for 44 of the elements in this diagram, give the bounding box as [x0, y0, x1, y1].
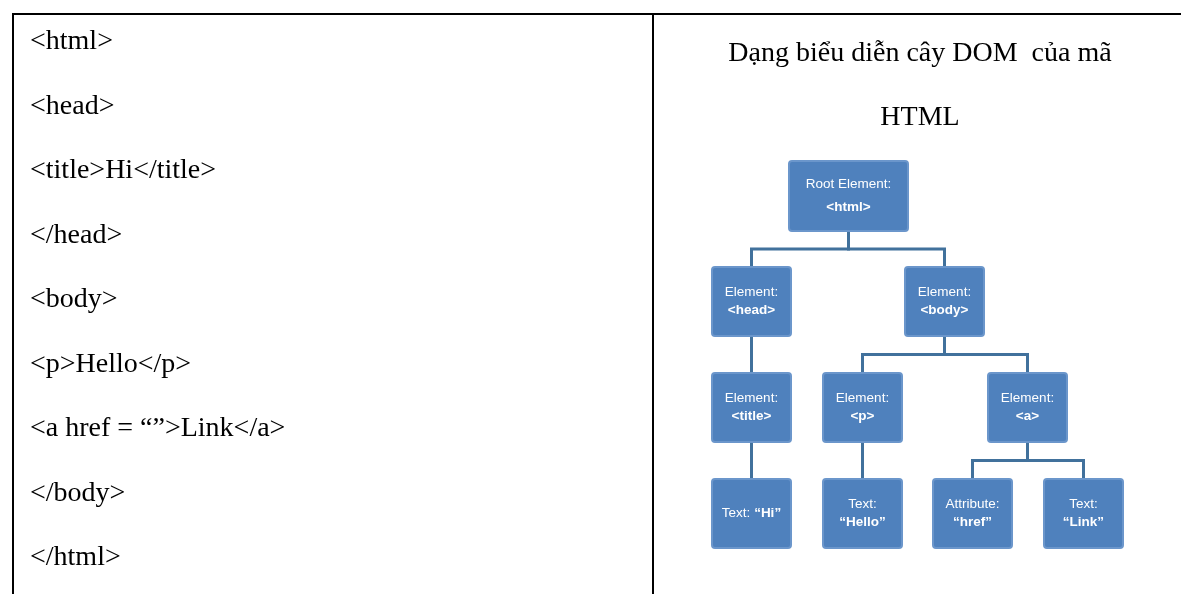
code-line: </head> — [30, 219, 123, 248]
code-line: <a href = “”>Link</a> — [30, 413, 286, 441]
code-line: <p>Hello</p> — [30, 348, 192, 377]
tree-node-box — [788, 160, 909, 232]
tree-node-box — [822, 372, 903, 443]
tree-node-box — [711, 372, 792, 443]
node-text: Element: — [724, 391, 779, 406]
node-text: <head> — [727, 303, 776, 318]
code-line: <body> — [30, 284, 118, 312]
connector-line — [1026, 443, 1085, 478]
connector-line — [750, 337, 753, 372]
node-text: “Link” — [1062, 515, 1105, 530]
node-text: <body> — [920, 303, 969, 318]
code-line: </body> — [30, 477, 126, 506]
connector-line — [943, 337, 1029, 372]
diagram-title: Dạng biểu diễn cây DOM của mã HTML — [727, 35, 1113, 133]
tree-node-box — [1043, 478, 1124, 549]
code-line: </html> — [30, 542, 121, 570]
tree-node-box — [711, 478, 792, 549]
node-text: Text: “Hi” — [721, 506, 782, 521]
node-text: “Hello” — [839, 515, 886, 530]
node-text: Element: — [724, 285, 779, 300]
node-text: <html> — [826, 200, 871, 215]
node-text: Element: — [835, 391, 890, 406]
node-text: Element: — [1000, 391, 1055, 406]
node-text: Attribute: — [945, 497, 1000, 512]
node-text: <title> — [731, 409, 772, 424]
tree-node-box — [904, 266, 985, 337]
node-text: Element: — [917, 285, 972, 300]
tree-node-box — [987, 372, 1068, 443]
node-text: Text: — [1069, 497, 1098, 512]
tree-node-box — [822, 478, 903, 549]
connector-line — [861, 443, 864, 478]
node-text: <p> — [850, 409, 875, 424]
node-text: <a> — [1015, 409, 1040, 424]
tree-node-box — [932, 478, 1013, 549]
node-text: “href” — [953, 515, 992, 530]
code-line: <html> — [30, 26, 113, 54]
tree-node-box — [711, 266, 792, 337]
code-line: <title>Hi</title> — [30, 155, 217, 183]
node-text: Root Element: — [805, 177, 892, 192]
code-line: <head> — [30, 90, 115, 119]
node-text: Text: — [848, 497, 877, 512]
connector-line — [750, 443, 753, 478]
